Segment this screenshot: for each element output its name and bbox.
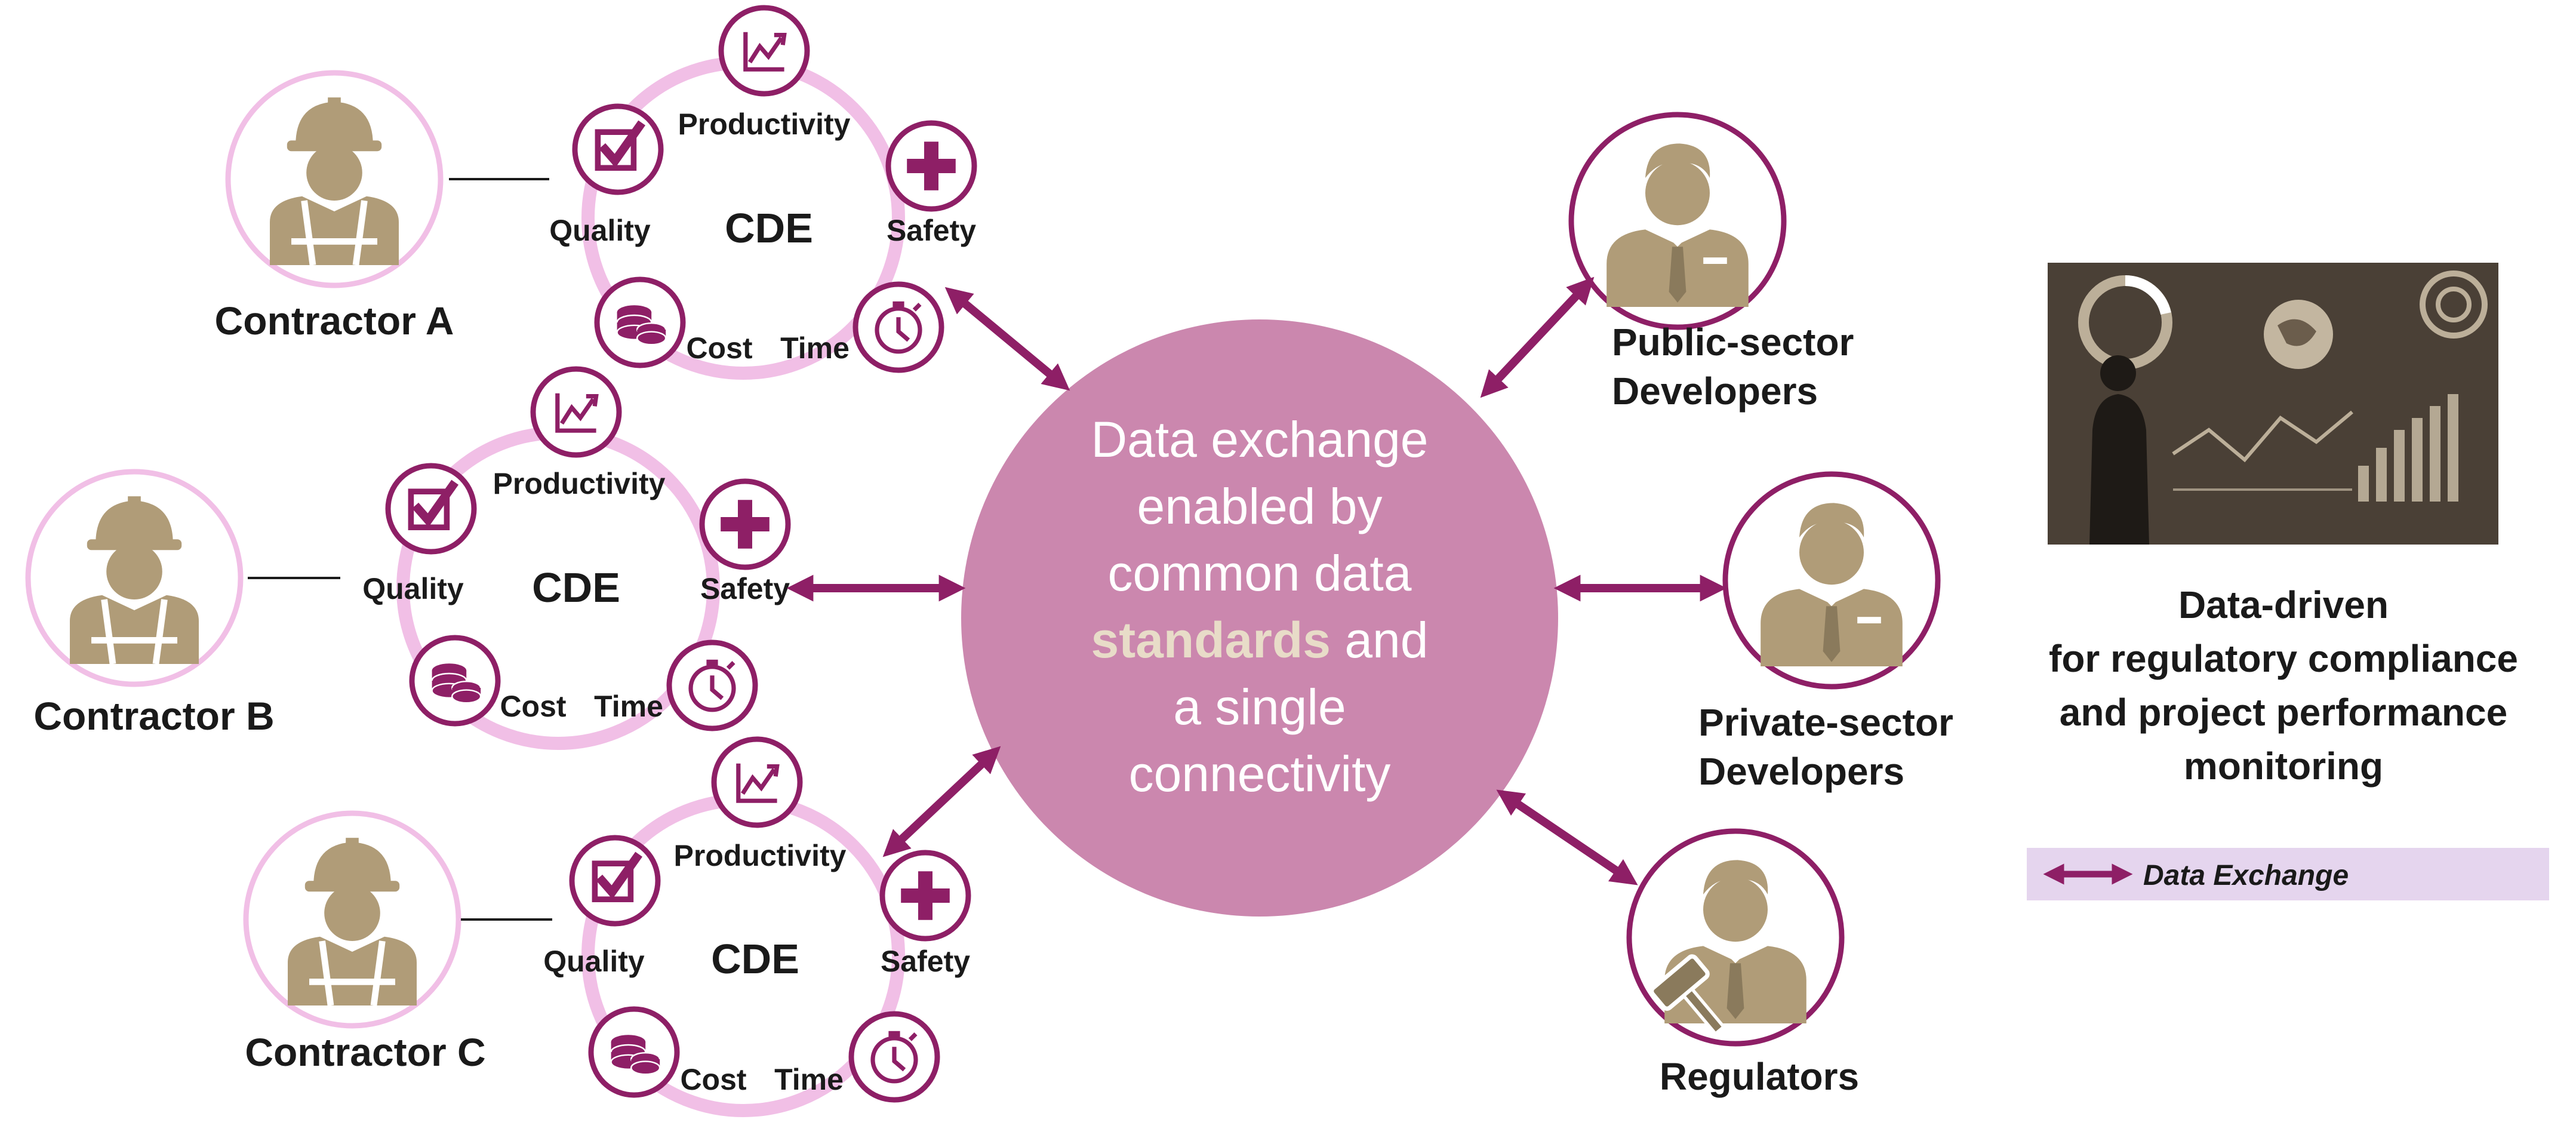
hub-line-4: standards and — [1091, 612, 1429, 668]
side-panel-line-1: Data-driven — [2178, 583, 2389, 626]
hub-line-4-emphasis: standards — [1091, 612, 1331, 668]
side-panel-line-4: monitoring — [2184, 745, 2383, 788]
private-developers-line-1: Private-sector — [1698, 701, 1953, 744]
contractor-c-name: Contractor C — [245, 1030, 485, 1074]
contractor-c-group: Contractor C CDE Productivity Quality Sa… — [243, 736, 971, 1117]
cost-label-b: Cost — [500, 690, 566, 723]
cost-label-a: Cost — [686, 331, 752, 365]
side-panel-line-2: for regulatory compliance — [2049, 637, 2518, 680]
productivity-label-a: Productivity — [678, 107, 851, 141]
regulators-label: Regulators — [1660, 1055, 1859, 1098]
contractor-b-group: Contractor B CDE Productivity Quality Sa… — [25, 366, 791, 750]
quality-label-c: Quality — [543, 945, 645, 978]
private-developers-line-2: Developers — [1698, 750, 1904, 793]
productivity-label-c: Productivity — [674, 839, 847, 872]
time-label-b: Time — [594, 690, 663, 723]
analytics-photo — [2048, 263, 2498, 545]
arrow-contractor-a — [944, 287, 1070, 391]
hub-line-6: connectivity — [1129, 746, 1391, 802]
safety-label-c: Safety — [881, 945, 970, 978]
contractor-a-group: Contractor A CDE Productivity Quality Sa… — [215, 5, 977, 380]
public-developers-line-1: Public-sector — [1612, 321, 1854, 364]
hub-line-4-rest: and — [1331, 612, 1429, 668]
arrow-regulators — [1496, 789, 1638, 885]
legend-label: Data Exchange — [2143, 860, 2349, 891]
arrow-public-developers — [1480, 276, 1595, 398]
side-panel-line-3: and project performance — [2060, 691, 2507, 734]
productivity-label-b: Productivity — [493, 467, 666, 500]
safety-label-b: Safety — [700, 572, 790, 605]
central-hub: Data exchange enabled by common data sta… — [961, 319, 1558, 917]
cost-label-c: Cost — [680, 1063, 746, 1096]
time-label-a: Time — [780, 331, 850, 365]
hub-line-5: a single — [1173, 679, 1346, 735]
data-exchange-arrows — [786, 276, 1727, 885]
quality-label-b: Quality — [362, 572, 464, 605]
side-panel: Data-driven for regulatory compliance an… — [2027, 263, 2549, 900]
cde-label-c: CDE — [711, 936, 799, 982]
safety-label-a: Safety — [887, 214, 976, 247]
quality-label-a: Quality — [549, 214, 651, 247]
arrow-contractor-c — [882, 746, 1001, 857]
cde-label-a: CDE — [725, 205, 813, 251]
hub-line-3: common data — [1108, 545, 1412, 601]
cde-label-b: CDE — [532, 564, 620, 611]
contractor-b-name: Contractor B — [33, 694, 274, 738]
contractor-a-name: Contractor A — [215, 299, 454, 343]
stakeholders: Public-sector Developers Private-sector … — [1568, 112, 1953, 1098]
hub-line-1: Data exchange — [1091, 411, 1428, 468]
hub-line-2: enabled by — [1137, 478, 1382, 534]
time-label-c: Time — [774, 1063, 844, 1096]
public-developers-line-2: Developers — [1612, 370, 1818, 413]
legend: Data Exchange — [2027, 848, 2549, 900]
hub-circle — [961, 319, 1558, 917]
